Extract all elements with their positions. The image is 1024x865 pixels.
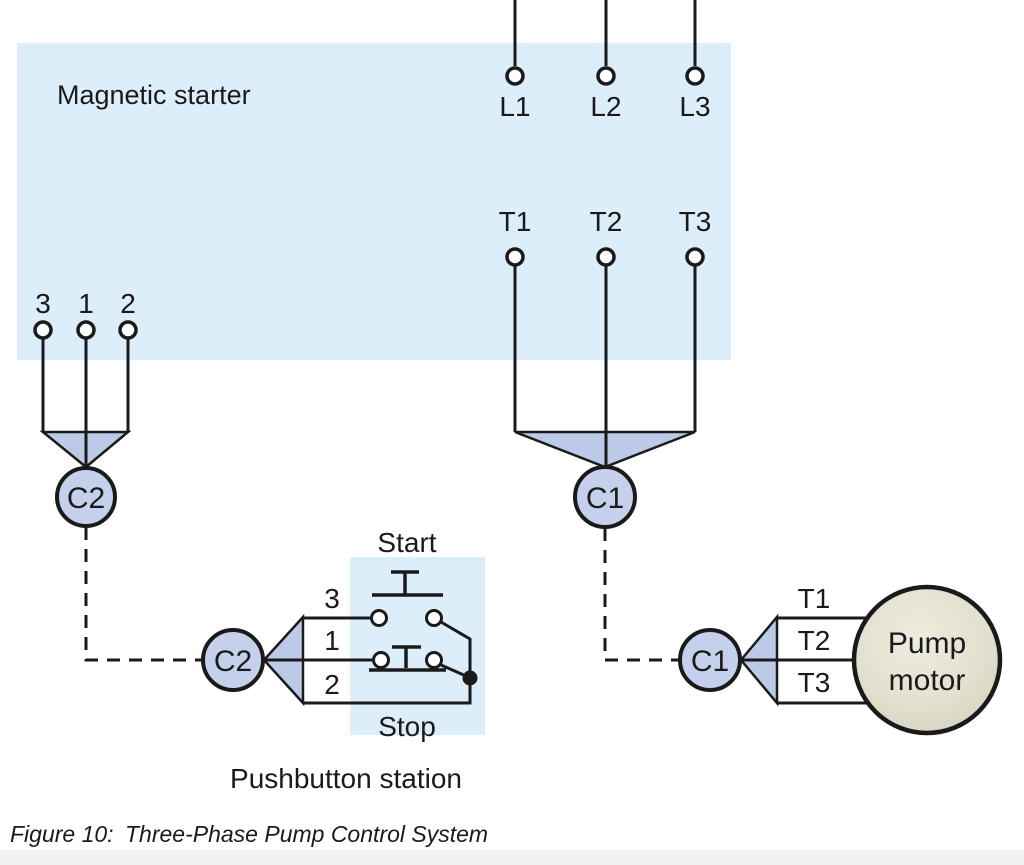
control-terminal-3-label: 3 — [35, 288, 51, 319]
control-terminal-1-label: 1 — [78, 288, 94, 319]
c1-coil-label: C1 — [586, 482, 624, 515]
caption-title: Three-Phase Pump Control System — [125, 821, 488, 847]
c2-contactor-label: C2 — [214, 645, 252, 678]
l1-terminal-circle — [505, 66, 525, 86]
c1-coil-circle — [573, 465, 637, 529]
control-terminal-2: 2 — [118, 288, 138, 432]
load-terminal-t3: T3 — [679, 206, 712, 432]
pump-motor-label-line1: Pump — [888, 627, 966, 660]
control-terminal-1-circle — [76, 320, 96, 340]
motor-lead-t3-label: T3 — [798, 667, 831, 698]
c1-dashed-link — [603, 528, 678, 662]
magnetic-starter-panel — [17, 43, 731, 360]
t2-terminal-label: T2 — [590, 206, 623, 237]
bottom-strip — [0, 850, 1024, 865]
t1-terminal-circle — [505, 247, 525, 267]
control-terminal-3: 3 — [33, 288, 53, 432]
start-pushbutton — [370, 570, 443, 627]
start-label: Start — [377, 527, 436, 558]
l1-terminal-label: L1 — [499, 91, 530, 122]
t2-terminal-circle — [596, 247, 616, 267]
junction-dot — [462, 670, 478, 686]
motor-lead-t1-label: T1 — [798, 583, 831, 614]
load-terminal-t2: T2 — [590, 206, 623, 267]
c2-coil-label: C2 — [67, 482, 105, 515]
pump-motor-circle — [851, 584, 1003, 736]
t3-terminal-label: T3 — [679, 206, 712, 237]
start-terminal-right — [425, 609, 443, 627]
stop-terminal-left — [372, 651, 390, 669]
control-terminal-2-circle — [118, 320, 138, 340]
l3-terminal-label: L3 — [679, 91, 710, 122]
c2-dashed-link — [84, 527, 201, 662]
caption-figure-number: Figure 10: — [10, 821, 114, 847]
stop-pushbutton — [369, 645, 467, 678]
stop-label: Stop — [378, 711, 436, 742]
control-terminal-1: 1 — [76, 288, 96, 340]
start-terminal-left — [370, 609, 388, 627]
station-wire-3-label: 3 — [324, 583, 340, 614]
station-wire-1-label: 1 — [324, 625, 340, 656]
pushbutton-station-label: Pushbutton station — [230, 763, 462, 794]
line-terminal-l1: L1 — [499, 0, 531, 122]
stop-junction-wire — [440, 663, 467, 678]
pump-motor-label-line2: motor — [889, 664, 966, 697]
c2-coil-circle — [55, 466, 117, 528]
control-terminal-2-label: 2 — [120, 288, 136, 319]
l2-terminal-circle — [596, 66, 616, 86]
stop-terminal-right — [425, 651, 443, 669]
t1-terminal-label: T1 — [499, 206, 532, 237]
magnetic-starter-label: Magnetic starter — [57, 80, 251, 110]
station-wire-2-label: 2 — [324, 669, 340, 700]
line-terminal-l2: L2 — [590, 0, 622, 122]
control-terminal-3-circle — [33, 320, 53, 340]
line-terminal-l3: L3 — [679, 0, 711, 122]
l3-terminal-circle — [685, 66, 705, 86]
motor-lead-t2-label: T2 — [798, 625, 831, 656]
l2-terminal-label: L2 — [590, 91, 621, 122]
t3-terminal-circle — [685, 247, 705, 267]
c1-contactor-label: C1 — [691, 645, 729, 678]
load-terminal-t1: T1 — [499, 206, 532, 432]
